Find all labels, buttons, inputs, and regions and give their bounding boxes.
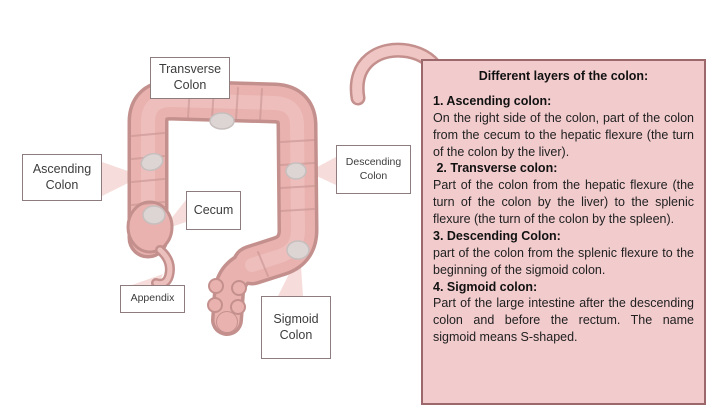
section-ascending-body: On the right side of the colon, part of … (433, 110, 694, 159)
label-ascending-colon-text: Ascending Colon (32, 161, 92, 192)
label-descending-colon: Descending Colon (336, 145, 411, 194)
label-sigmoid-colon: Sigmoid Colon (261, 296, 331, 359)
label-cecum: Cecum (186, 191, 241, 230)
appendix-shape (151, 245, 175, 289)
label-transverse-colon: Transverse Colon (150, 57, 230, 99)
section-sigmoid-colon: 4. Sigmoid colon: Part of the large inte… (433, 279, 694, 347)
section-descending-heading: 3. Descending Colon: (433, 228, 561, 243)
section-descending-colon: 3. Descending Colon: part of the colon f… (433, 228, 694, 279)
section-transverse-body: Part of the colon from the hepatic flexu… (433, 178, 694, 226)
section-ascending-heading: 1. Ascending colon: (433, 93, 552, 108)
label-appendix-text: Appendix (130, 292, 175, 305)
label-cecum-text: Cecum (193, 202, 234, 217)
haustra-creases (131, 85, 315, 277)
section-sigmoid-heading: 4. Sigmoid colon: (433, 279, 538, 294)
shine-highlights (140, 112, 310, 260)
section-transverse-colon: 2. Transverse colon: Part of the colon f… (433, 160, 694, 228)
section-ascending-colon: 1. Ascending colon: On the right side of… (433, 93, 694, 161)
info-panel: Different layers of the colon: 1. Ascend… (421, 59, 706, 405)
label-descending-colon-text: Descending Colon (345, 156, 402, 182)
section-transverse-heading: 2. Transverse colon: (433, 161, 558, 176)
section-descending-body: part of the colon from the splenic flexu… (433, 245, 694, 277)
label-appendix: Appendix (120, 285, 185, 313)
panel-title: Different layers of the colon: (478, 69, 649, 83)
label-sigmoid-colon-text: Sigmoid Colon (273, 311, 319, 342)
label-ascending-colon: Ascending Colon (22, 154, 102, 201)
section-sigmoid-body: Part of the large intestine after the de… (433, 296, 694, 345)
label-transverse-colon-text: Transverse Colon (158, 62, 222, 92)
